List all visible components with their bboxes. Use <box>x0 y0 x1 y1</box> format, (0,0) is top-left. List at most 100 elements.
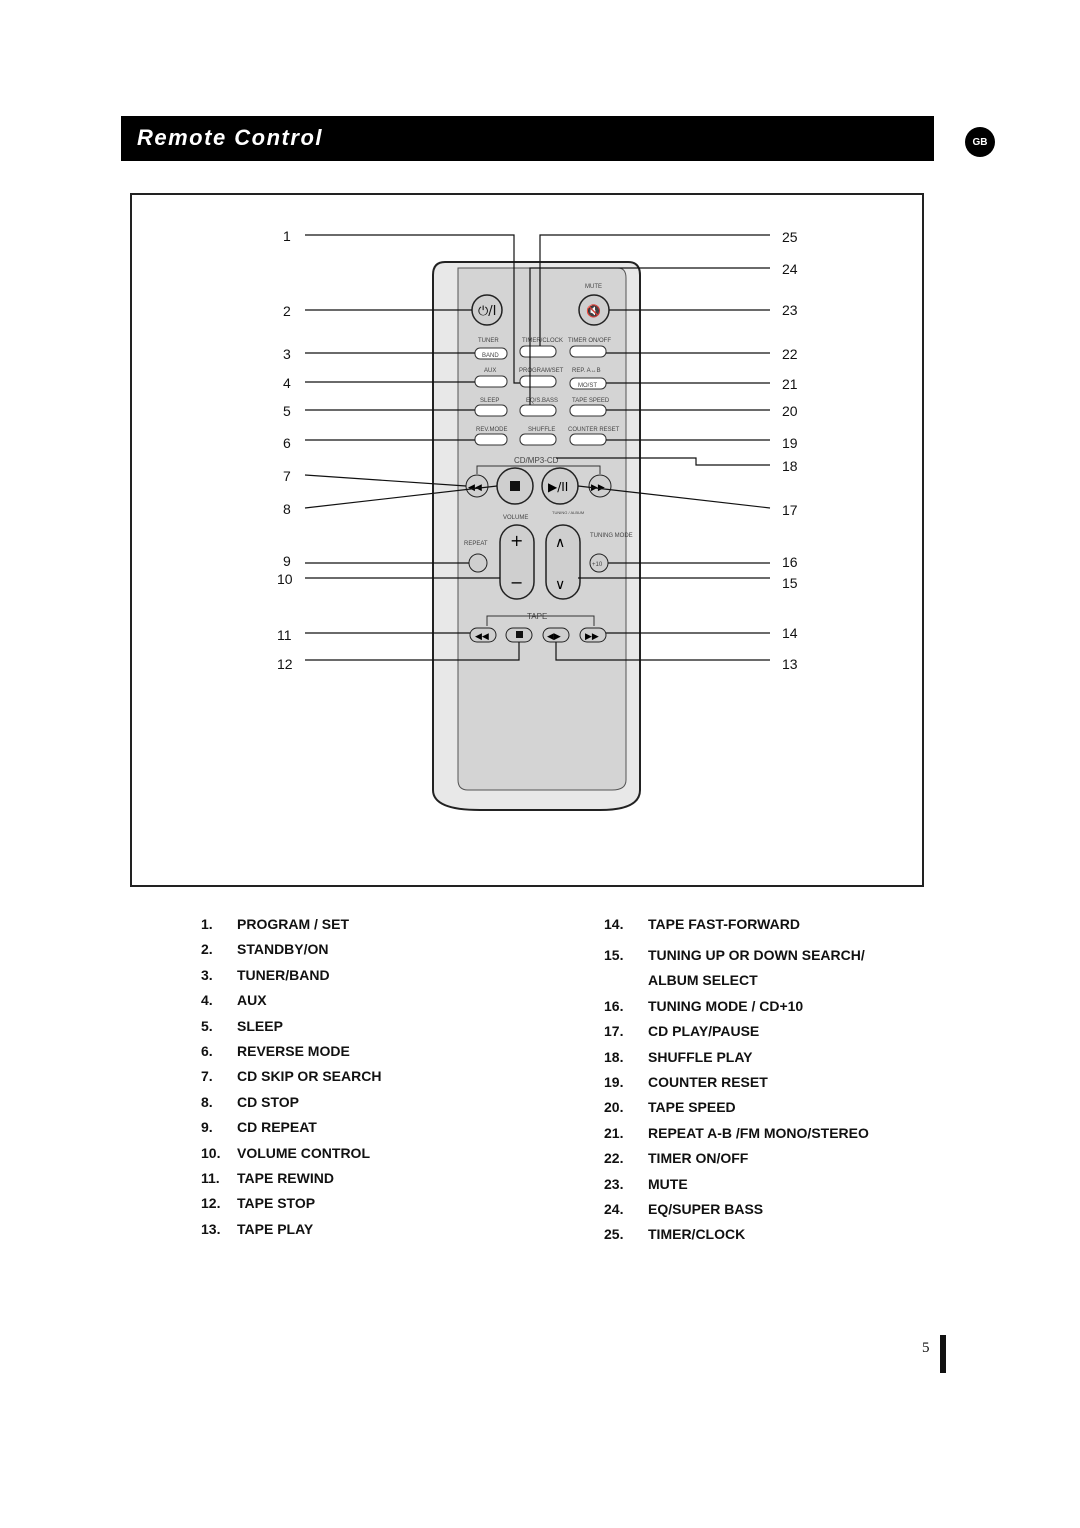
tuning-rocker <box>545 524 581 600</box>
callout-12: 12 <box>277 656 293 672</box>
legend-right: 14.TAPE FAST-FORWARD 15.TUNING UP OR DOW… <box>604 914 869 1250</box>
callout-13: 13 <box>782 656 798 672</box>
legend-item: 23.MUTE <box>604 1175 688 1192</box>
legend-item: 17.CD PLAY/PAUSE <box>604 1023 760 1040</box>
rev-mode-label: REV.MODE <box>476 427 507 433</box>
eq-sbass-button <box>519 404 557 417</box>
legend-item: 7.CD SKIP OR SEARCH <box>201 1068 382 1085</box>
remote-diagram: ⏻/I MUTE 🔇 TUNER TIMER/CLOCK TIMER ON/OF… <box>277 228 798 811</box>
sleep-label: SLEEP <box>480 398 499 404</box>
legend-item: 16.TUNING MODE / CD+10 <box>604 997 804 1014</box>
callout-5: 5 <box>283 403 291 419</box>
shuffle-label: SHUFFLE <box>528 427 555 433</box>
callout-7: 7 <box>283 468 291 484</box>
tape-ff-button <box>579 627 607 643</box>
legend-item: 24.EQ/SUPER BASS <box>604 1200 764 1217</box>
legend-item: 4.AUX <box>201 992 267 1009</box>
legend-left: 1.PROGRAM / SET 2.STANDBY/ON 3.TUNER/BAN… <box>201 914 381 1244</box>
legend-item: 1.PROGRAM / SET <box>201 916 350 932</box>
tape-speed-button <box>569 404 607 417</box>
callout-21: 21 <box>782 376 798 392</box>
minus-icon: − <box>510 573 523 592</box>
page-number: 5 <box>922 1340 930 1356</box>
repeat-button <box>468 553 488 573</box>
legend-item: 11.TAPE REWIND <box>201 1169 334 1186</box>
tape-play-icon: ◀▶ <box>547 632 561 642</box>
legend-item: 10.VOLUME CONTROL <box>201 1144 370 1161</box>
diagram-frame <box>130 193 924 887</box>
program-set-label: PROGRAM/SET <box>519 368 564 374</box>
legend-item: 12.TAPE STOP <box>201 1195 316 1212</box>
timer-onoff-label: TIMER ON/OFF <box>568 338 611 344</box>
mo-st-label: MO/ST <box>578 383 597 389</box>
callout-18: 18 <box>782 458 798 474</box>
play-pause-icon: ▶/II <box>548 480 568 494</box>
legend-item: 9.CD REPEAT <box>201 1119 317 1136</box>
tape-stop-icon <box>516 631 523 638</box>
right-leader-lines <box>529 234 771 661</box>
legend-item: 6.REVERSE MODE <box>201 1042 350 1059</box>
mute-label: MUTE <box>585 284 602 290</box>
legend-item: 25.TIMER/CLOCK <box>604 1226 746 1243</box>
legend-item: 2.STANDBY/ON <box>201 941 329 958</box>
callout-9: 9 <box>283 553 291 569</box>
left-leader-lines <box>304 234 520 661</box>
legend-item: ALBUM SELECT <box>648 972 758 989</box>
eq-sbass-label: EQ/S.BASS <box>526 398 558 404</box>
callout-1: 1 <box>283 228 291 244</box>
callout-17: 17 <box>782 502 798 518</box>
callout-8: 8 <box>283 501 291 517</box>
ff-icon: ▶▶ <box>585 632 599 642</box>
counter-reset-button <box>569 433 607 446</box>
sleep-button <box>474 404 508 417</box>
callout-6: 6 <box>283 435 291 451</box>
tuning-album-label: TUNING / ALBUM <box>552 510 584 515</box>
legend-item: 13.TAPE PLAY <box>201 1220 314 1237</box>
section-title: Remote Control <box>137 125 323 150</box>
callout-2: 2 <box>283 303 291 319</box>
cd-mp3-label: CD/MP3-CD <box>514 456 559 465</box>
callout-20: 20 <box>782 403 798 419</box>
legend-item: 18.SHUFFLE PLAY <box>604 1048 753 1065</box>
callout-3: 3 <box>283 346 291 362</box>
callout-25: 25 <box>782 229 798 245</box>
aux-button <box>474 375 508 388</box>
counter-reset-label: COUNTER RESET <box>568 427 620 433</box>
repeat-label: REPEAT <box>464 541 488 547</box>
legend-item: 14.TAPE FAST-FORWARD <box>604 916 800 932</box>
volume-rocker <box>499 524 535 600</box>
tuner-label: TUNER <box>478 338 499 344</box>
legend-item: 19.COUNTER RESET <box>604 1073 768 1090</box>
callout-16: 16 <box>782 554 798 570</box>
shuffle-button <box>519 433 557 446</box>
callout-4: 4 <box>283 375 291 391</box>
callout-14: 14 <box>782 625 798 641</box>
callout-19: 19 <box>782 435 798 451</box>
legend-item: 15.TUNING UP OR DOWN SEARCH/ <box>604 947 865 963</box>
legend-item: 8.CD STOP <box>201 1093 299 1110</box>
legend-item: 5.SLEEP <box>201 1017 283 1034</box>
timer-onoff-button <box>569 345 607 358</box>
section-header: Remote Control <box>121 116 934 161</box>
stop-icon <box>510 481 520 491</box>
timer-clock-button <box>519 345 557 358</box>
power-icon: ⏻/I <box>478 304 497 319</box>
plus10-label: +10 <box>592 562 603 568</box>
legend-item: 21.REPEAT A-B /FM MONO/STEREO <box>604 1124 869 1141</box>
down-icon: ∨ <box>555 577 565 593</box>
callout-22: 22 <box>782 346 798 362</box>
timer-clock-label: TIMER/CLOCK <box>522 338 563 344</box>
callout-23: 23 <box>782 302 798 318</box>
band-label: BAND <box>482 353 499 359</box>
language-badge: GB <box>965 127 995 157</box>
mute-icon: 🔇 <box>586 304 601 318</box>
callout-10: 10 <box>277 571 293 587</box>
aux-label: AUX <box>484 368 496 374</box>
rewind-icon: ◀◀ <box>475 632 489 642</box>
tuning-mode-label: TUNING MODE <box>590 533 633 539</box>
callout-24: 24 <box>782 261 798 277</box>
cd-skip-forward-button <box>588 474 612 498</box>
rev-mode-button <box>474 433 508 446</box>
page-marker-bar <box>940 1335 946 1373</box>
legend-item: 20.TAPE SPEED <box>604 1099 736 1116</box>
